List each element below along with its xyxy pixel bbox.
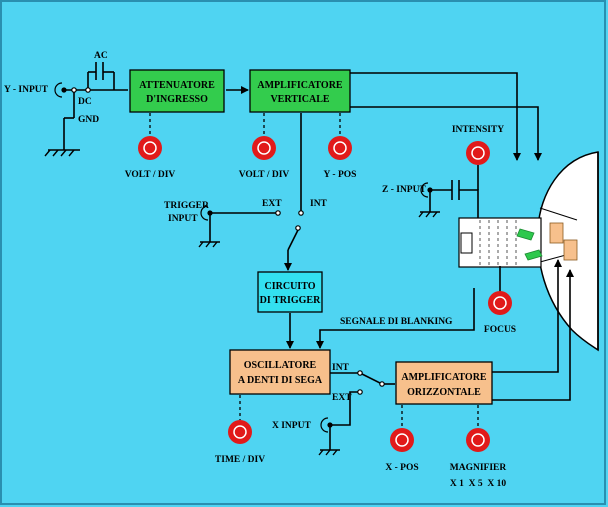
oscillatore-box — [229, 349, 331, 395]
ac-label: AC — [94, 51, 108, 61]
time-div-label: TIME / DIV — [215, 455, 265, 465]
amp-orizzontale-label-2: ORIZZONTALE — [407, 387, 481, 398]
magnifier-label-2: X 1 X 5 X 10 — [450, 479, 506, 489]
focus-knob — [488, 291, 512, 315]
magnifier-label-1: MAGNIFIER — [450, 463, 507, 473]
x-input-label: X INPUT — [272, 421, 311, 431]
knob-stems — [149, 113, 479, 428]
gnd-label: GND — [78, 115, 99, 125]
amp-verticale-label-2: VERTICALE — [270, 94, 329, 105]
crt-tube — [458, 151, 599, 352]
oscillatore-label-2: A DENTI DI SEGA — [238, 375, 323, 386]
intensity-label: INTENSITY — [452, 125, 504, 135]
dc-label: DC — [78, 97, 92, 107]
trigger-input-label-1: TRIGGER — [164, 201, 209, 211]
horizontal-deflection-plate-1 — [549, 222, 564, 244]
ext-trigger-label: EXT — [262, 199, 282, 209]
int-osc-label: INT — [332, 363, 350, 373]
ground-symbols — [44, 149, 440, 456]
x-pos-knob — [390, 428, 414, 452]
trigger-input-label-2: INPUT — [168, 214, 198, 224]
volt-div-knob-1 — [138, 136, 162, 160]
block-amplificatore-verticale: AMPLIFICATORE VERTICALE — [249, 69, 351, 113]
x-pos-label: X - POS — [385, 463, 418, 473]
intensity-knob — [466, 141, 490, 165]
knobs — [138, 136, 512, 452]
amp-orizzontale-label-1: AMPLIFICATORE — [401, 372, 487, 383]
wires — [63, 62, 574, 450]
horizontal-deflection-plate-2 — [563, 239, 578, 261]
volt-div-label-1: VOLT / DIV — [125, 170, 176, 180]
z-input-label: Z - INPUT — [382, 185, 426, 195]
crt-gun — [460, 232, 473, 254]
attenuatore-label-2: D'INGRESSO — [146, 94, 208, 105]
block-circuito-trigger: CIRCUITO DI TRIGGER — [257, 271, 323, 313]
volt-div-label-2: VOLT / DIV — [239, 170, 290, 180]
labels: Y - INPUT AC DC GND VOLT / DIV VOLT / DI… — [4, 51, 516, 489]
crt-grid-lines — [479, 220, 517, 266]
int-trigger-label: INT — [310, 199, 328, 209]
amp-verticale-box — [249, 69, 351, 113]
volt-div-knob-2 — [252, 136, 276, 160]
amp-orizzontale-box — [395, 361, 493, 405]
trigger-box — [257, 271, 323, 313]
oscillatore-label-1: OSCILLATORE — [244, 360, 317, 371]
trigger-label-1: CIRCUITO — [265, 281, 316, 292]
vertical-deflection-plates — [516, 228, 543, 261]
time-div-knob — [228, 420, 252, 444]
y-pos-label: Y - POS — [324, 170, 357, 180]
block-oscillatore: OSCILLATORE A DENTI DI SEGA — [229, 349, 331, 395]
focus-label: FOCUS — [484, 325, 516, 335]
block-amplificatore-orizzontale: AMPLIFICATORE ORIZZONTALE — [395, 361, 493, 405]
attenuatore-box — [129, 69, 225, 113]
blanking-label: SEGNALE DI BLANKING — [340, 317, 453, 327]
y-input-label: Y - INPUT — [4, 85, 49, 95]
magnifier-knob — [466, 428, 490, 452]
y-pos-knob — [328, 136, 352, 160]
attenuatore-label-1: ATTENUATORE — [139, 80, 215, 91]
ext-osc-label: EXT — [332, 393, 352, 403]
trigger-label-2: DI TRIGGER — [260, 295, 321, 306]
connectors — [54, 82, 433, 433]
amp-verticale-label-1: AMPLIFICATORE — [257, 80, 343, 91]
block-attenuatore: ATTENUATORE D'INGRESSO — [129, 69, 225, 113]
